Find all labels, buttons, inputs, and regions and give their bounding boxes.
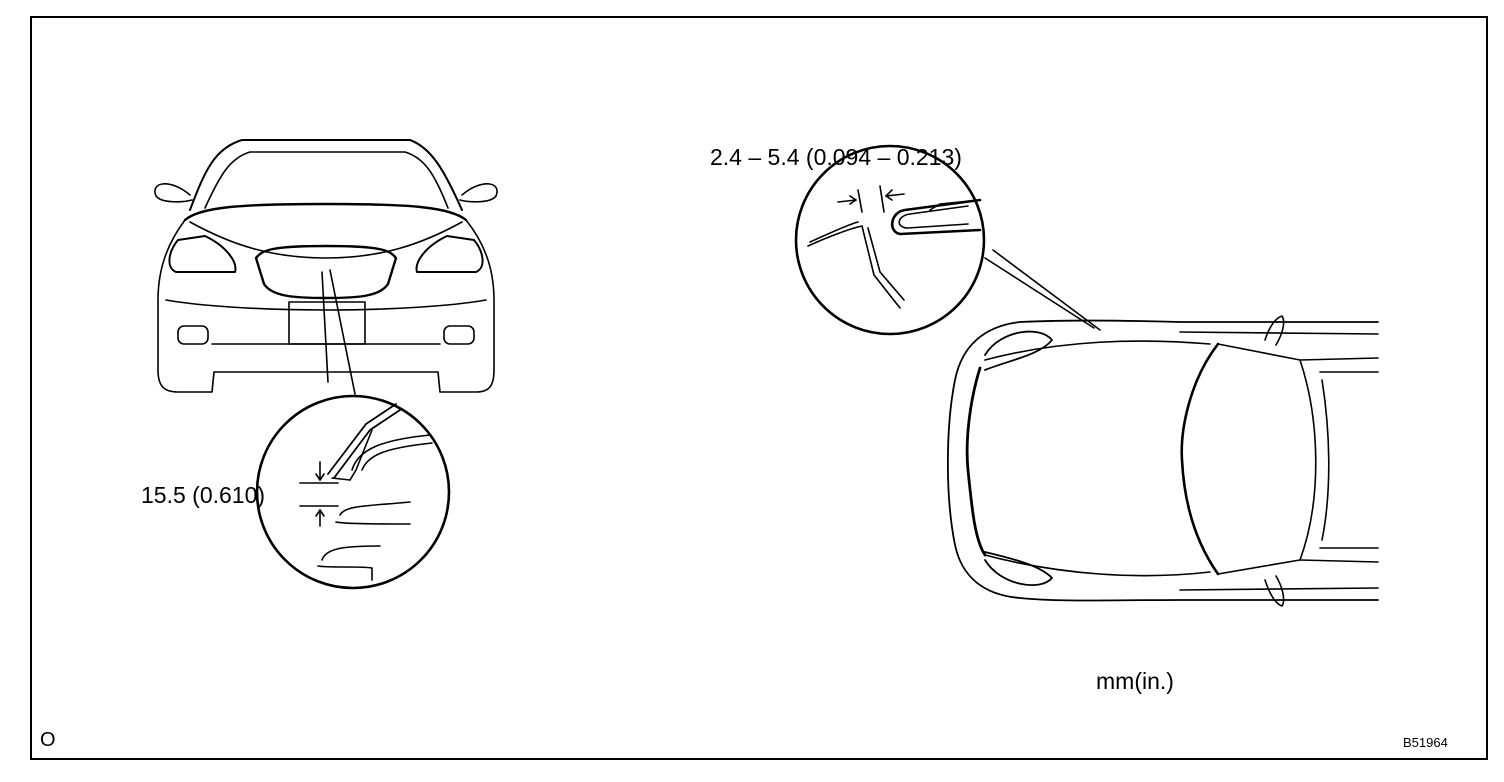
top-detail-circle (794, 144, 986, 336)
car-top-view (946, 249, 1379, 607)
front-gap-dimension-label: 15.5 (0.610) (141, 482, 266, 508)
top-gap-dimension-label: 2.4 – 5.4 (0.094 – 0.213) (710, 144, 962, 170)
units-label: mm(in.) (1096, 668, 1174, 694)
figure-border (30, 16, 1488, 760)
car-front-view (154, 139, 498, 395)
front-detail-circle (255, 394, 451, 590)
figure-code: B51964 (1403, 735, 1448, 750)
corner-mark: O (40, 729, 56, 751)
